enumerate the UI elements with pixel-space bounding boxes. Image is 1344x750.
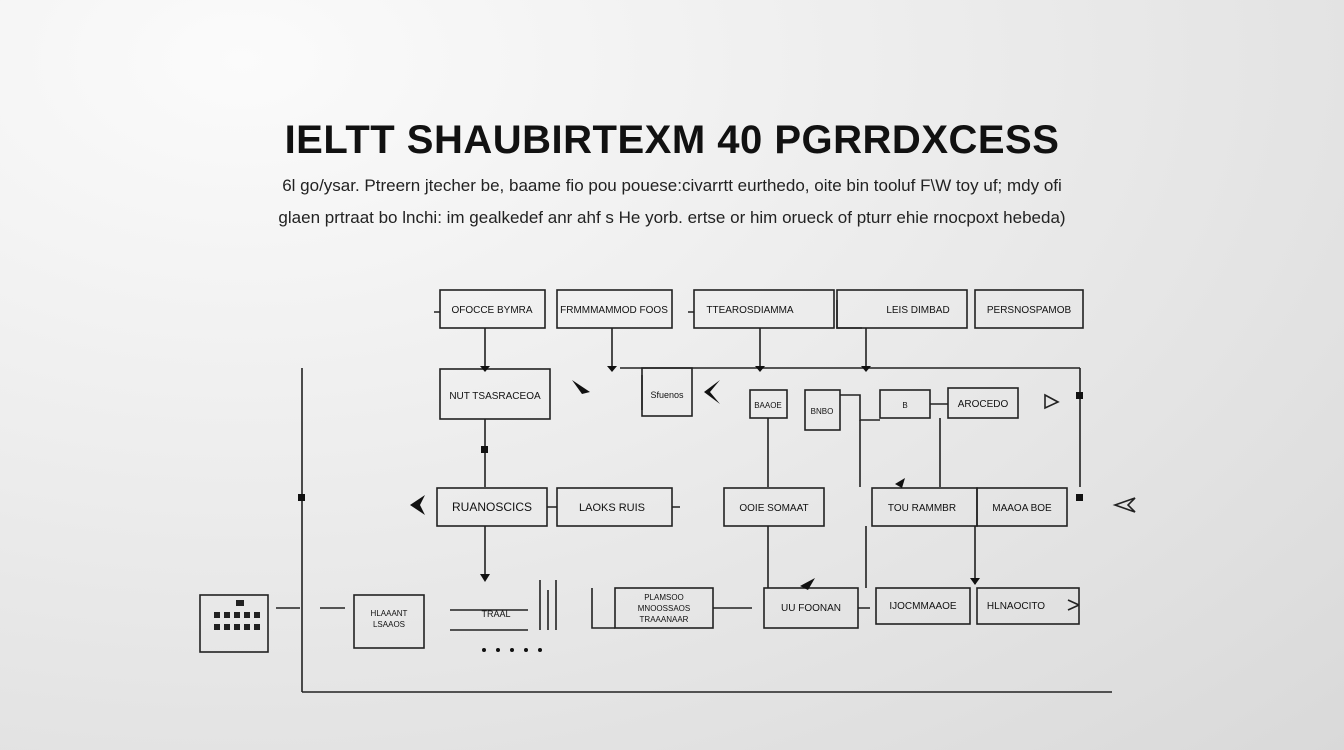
label-n16: MAAOA BOE — [992, 503, 1052, 514]
label-n15: TOU RAMMBR — [888, 503, 956, 514]
label-n9: BNBO — [811, 407, 834, 416]
label-n18: TRAAL — [481, 609, 510, 619]
node-n9 — [804, 389, 841, 431]
label-n14: OOIE SOMAAT — [739, 503, 808, 514]
label-n13: LAOKS RUIS — [579, 502, 645, 514]
node-n22 — [976, 587, 1080, 625]
node-n17 — [353, 594, 425, 649]
label-n12: RUANOSCICS — [452, 500, 532, 514]
label-n6: NUT TSASRACEOA — [449, 391, 541, 402]
label-n7: Sfuenos — [650, 390, 684, 400]
label-n10: B — [902, 401, 907, 410]
node-pad — [199, 594, 269, 653]
label-n21: IJOCMMAAOE — [889, 601, 957, 612]
node-n11 — [947, 387, 1019, 419]
node-n6 — [439, 368, 551, 420]
node-n21 — [875, 587, 971, 625]
node-n2 — [556, 289, 673, 329]
node-n14 — [723, 487, 825, 527]
label-n8: BAAOE — [754, 401, 782, 410]
subtitle-line-1: 6l go/ysar. Ptreern jtecher be, baame fi… — [282, 176, 1062, 195]
label-n2: FRMMMAMMOD FOOS — [560, 305, 668, 316]
label-n4: LEIS DIMBAD — [886, 305, 949, 316]
node-n1 — [439, 289, 546, 329]
node-n16 — [976, 487, 1068, 527]
label-n11: AROCEDO — [958, 399, 1009, 410]
subtitle-line-2: glaen prtraat bo lnchi: im gealkedef anr… — [278, 208, 1066, 227]
node-n18-bracket — [450, 609, 528, 631]
label-n3: TTEAROSDIAMMA — [706, 305, 794, 316]
page-title: IELTT SHAUBIRTEXM 40 PGRRDXCESS — [284, 118, 1060, 162]
label-n1: OFOCCE BYMRA — [451, 305, 532, 316]
label-n20: UU FOONAN — [781, 603, 841, 614]
label-n22: HLNAOCITO — [987, 601, 1045, 612]
node-n3 — [693, 289, 835, 329]
node-n5 — [974, 289, 1084, 329]
label-n5: PERSNOSPAMOB — [987, 305, 1072, 316]
keypad-icon — [214, 600, 260, 630]
